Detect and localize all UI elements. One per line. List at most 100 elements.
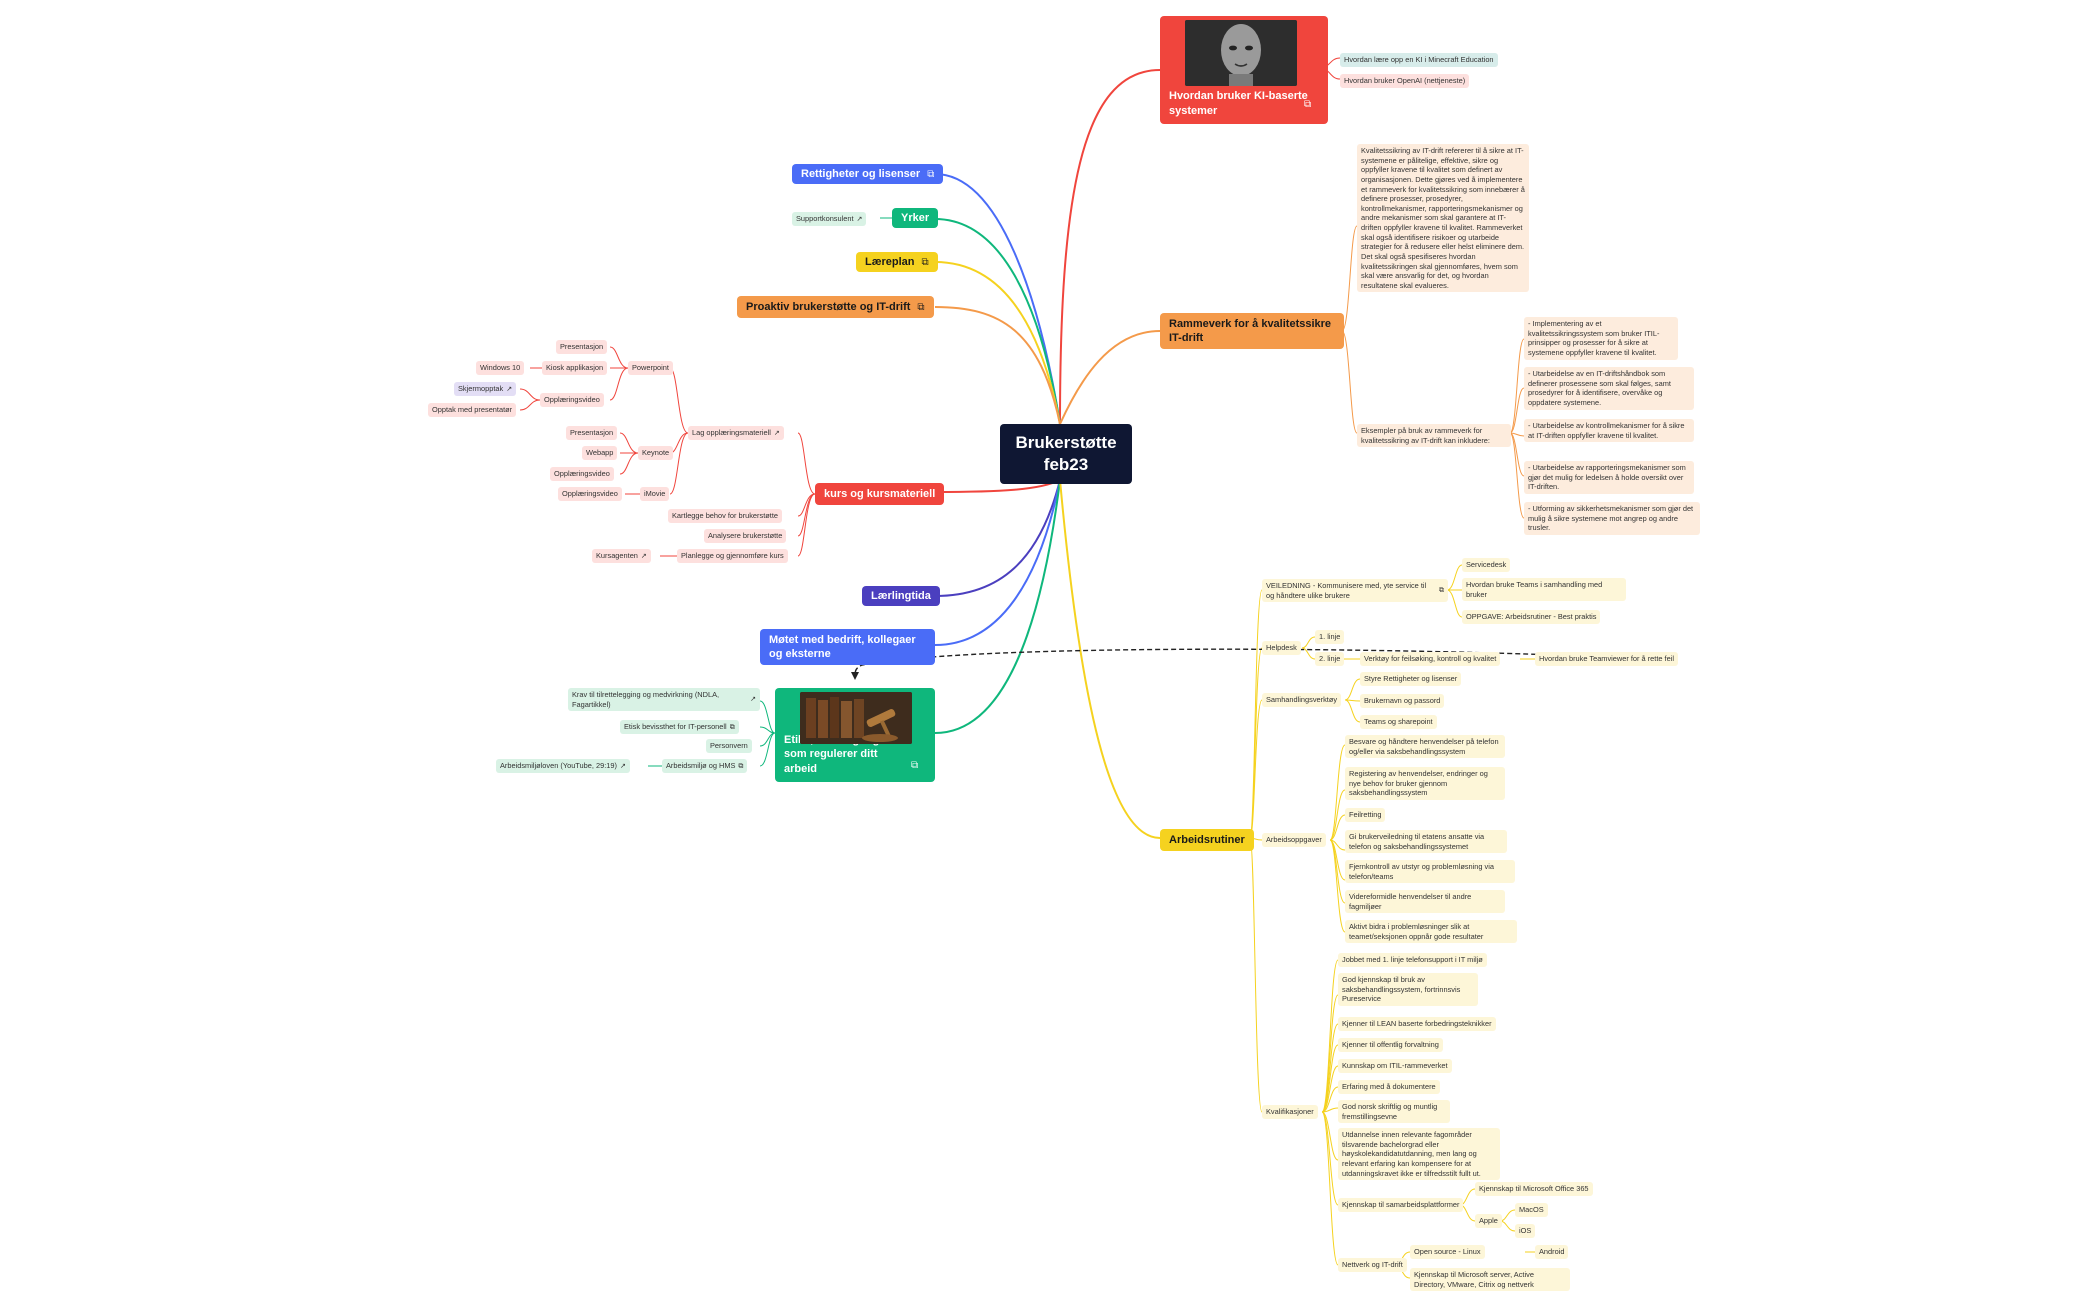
oppgave-1[interactable]: Besvare og håndtere henvendelser på tele… [1345, 735, 1505, 759]
ki-item-openai[interactable]: Hvordan bruker OpenAI (nettjeneste) [1340, 74, 1470, 88]
oppgave-4[interactable]: Gi brukerveiledning til etatens ansatte … [1345, 830, 1507, 854]
kn-opplaeringsvideo[interactable]: Opplæringsvideo [550, 467, 614, 481]
external-link-icon[interactable]: ↗ [619, 763, 626, 770]
branch-kurs[interactable]: kurs og kursmateriell [815, 483, 945, 505]
lag-opplaeringsmateriell[interactable]: Lag opplæringsmateriell↗ [688, 426, 784, 441]
oppgave-2[interactable]: Registering av henvendelser, endringer o… [1345, 767, 1505, 800]
personvern[interactable]: Personvern [706, 739, 752, 753]
nettverk-it-drift[interactable]: Nettverk og IT-drift [1338, 1258, 1407, 1272]
branch-kurs-label: kurs og kursmateriell [824, 487, 936, 500]
branch-rammeverk[interactable]: Rammeverk for å kvalitetssikre IT-drift [1160, 313, 1344, 349]
teams-samhandling[interactable]: Hvordan bruke Teams i samhandling med br… [1462, 578, 1626, 602]
branch-laerlingtida[interactable]: Lærlingtida [862, 586, 940, 606]
samhandlingsverktoy[interactable]: Samhandlingsverktøy [1262, 693, 1342, 707]
kval-4[interactable]: Kjenner til offentlig forvaltning [1338, 1038, 1443, 1052]
kval-1[interactable]: Jobbet med 1. linje telefonsupport i IT … [1338, 953, 1487, 967]
arbeidsmiljo-hms[interactable]: Arbeidsmiljø og HMS⧉ [662, 759, 748, 774]
kartlegge-behov[interactable]: Kartlegge behov for brukerstøtte [668, 509, 782, 523]
rammeverk-eksempel-1[interactable]: - Implementering av et kvalitetssikrings… [1524, 317, 1678, 360]
branch-yrker[interactable]: Yrker [892, 208, 939, 228]
rammeverk-definisjon[interactable]: Kvalitetssikring av IT-drift refererer t… [1357, 144, 1529, 293]
ki-item-minecraft[interactable]: Hvordan lære opp en KI i Minecraft Educa… [1340, 53, 1498, 67]
oppgave-7[interactable]: Aktivt bidra i problemløsninger slik at … [1345, 920, 1517, 944]
oppgave-5[interactable]: Fjernkontroll av utstyr og problemløsnin… [1345, 860, 1515, 884]
lag-label: Lag opplæringsmateriell [692, 428, 771, 437]
kval-7[interactable]: God norsk skriftlig og muntlig fremstill… [1338, 1100, 1450, 1124]
notes-icon[interactable]: ⧉ [738, 763, 744, 770]
oppgave-best-praktis[interactable]: OPPGAVE: Arbeidsrutiner - Best praktis [1462, 610, 1601, 624]
external-link-icon[interactable]: ↗ [856, 216, 863, 223]
windows-10[interactable]: Windows 10 [476, 361, 525, 375]
rammeverk-eksempel-3[interactable]: - Utarbeidelse av kontrollmekanismer for… [1524, 419, 1694, 443]
branch-rettigheter[interactable]: Rettigheter og lisenser⧉ [792, 164, 944, 184]
pp-opplaeringsvideo[interactable]: Opplæringsvideo [540, 393, 604, 407]
krav-tilrettelegging[interactable]: Krav til tilrettelegging og medvirkning … [568, 688, 760, 712]
link-laerlingtida [934, 479, 1061, 597]
notes-icon[interactable]: ⧉ [917, 301, 925, 313]
branch-laereplan[interactable]: Læreplan⧉ [856, 252, 938, 272]
kval-5[interactable]: Kunnskap om ITIL-rammeverket [1338, 1059, 1452, 1073]
veiledning[interactable]: VEILEDNING - Kommunisere med, yte servic… [1262, 579, 1448, 603]
kval-2[interactable]: God kjennskap til bruk av saksbehandling… [1338, 973, 1478, 1006]
branch-proaktiv[interactable]: Proaktiv brukerstøtte og IT-drift⧉ [737, 296, 934, 318]
notes-icon[interactable]: ⧉ [927, 168, 935, 180]
styre-rettigheter[interactable]: Styre Rettigheter og lisenser [1360, 672, 1462, 686]
notes-icon[interactable]: ⧉ [1439, 587, 1444, 595]
analysere-brukerstotte[interactable]: Analysere brukerstøtte [704, 529, 787, 543]
office-365[interactable]: Kjennskap til Microsoft Office 365 [1475, 1182, 1593, 1196]
skjermopptak[interactable]: Skjermopptak↗ [454, 382, 517, 397]
apple[interactable]: Apple [1475, 1214, 1502, 1228]
brukernavn-passord[interactable]: Brukernavn og passord [1360, 694, 1445, 708]
yrker-item-supportkonsulent[interactable]: Supportkonsulent↗ [792, 212, 867, 227]
rammeverk-eksempler[interactable]: Eksempler på bruk av rammeverk for kvali… [1357, 424, 1511, 448]
teamviewer[interactable]: Hvordan bruke Teamviewer for å rette fei… [1535, 652, 1679, 666]
im-opplaeringsvideo[interactable]: Opplæringsvideo [558, 487, 622, 501]
teams-sharepoint[interactable]: Teams og sharepoint [1360, 715, 1437, 729]
notes-icon[interactable]: ⧉ [1304, 99, 1312, 110]
verktoy-feilsoking[interactable]: Verktøy for feilsøking, kontroll og kval… [1360, 652, 1501, 666]
oppgave-3[interactable]: Feilretting [1345, 808, 1386, 822]
kval-6[interactable]: Erfaring med å dokumentere [1338, 1080, 1440, 1094]
kval-8[interactable]: Utdannelse innen relevante fagområder ti… [1338, 1128, 1500, 1181]
branch-motet[interactable]: Møtet med bedrift, kollegaer og eksterne [760, 629, 935, 665]
powerpoint[interactable]: Powerpoint [628, 361, 673, 375]
helpdesk[interactable]: Helpdesk [1262, 641, 1301, 655]
notes-icon[interactable]: ⧉ [911, 760, 919, 771]
android[interactable]: Android [1535, 1245, 1569, 1259]
notes-icon[interactable]: ⧉ [921, 256, 929, 268]
open-source-linux[interactable]: Open source - Linux [1410, 1245, 1485, 1259]
ms-server[interactable]: Kjennskap til Microsoft server, Active D… [1410, 1268, 1570, 1292]
servicedesk[interactable]: Servicedesk [1462, 558, 1511, 572]
webapp[interactable]: Webapp [582, 446, 618, 460]
rammeverk-eksempel-5[interactable]: - Utforming av sikkerhetsmekanismer som … [1524, 502, 1700, 535]
kn-presentasjon[interactable]: Presentasjon [566, 426, 618, 440]
branch-arbeidsrutiner[interactable]: Arbeidsrutiner [1160, 829, 1254, 851]
etisk-bevissthet[interactable]: Etisk bevissthet for IT-personell⧉ [620, 720, 739, 735]
linje-2[interactable]: 2. linje [1315, 652, 1345, 666]
arbeidsoppgaver[interactable]: Arbeidsoppgaver [1262, 833, 1326, 847]
kursagenten[interactable]: Kursagenten↗ [592, 549, 651, 564]
keynote[interactable]: Keynote [638, 446, 674, 460]
external-link-icon[interactable]: ↗ [750, 696, 756, 704]
rammeverk-eksempel-2[interactable]: - Utarbeidelse av en IT-driftshåndbok so… [1524, 367, 1694, 410]
notes-icon[interactable]: ⧉ [729, 724, 735, 731]
macos[interactable]: MacOS [1515, 1203, 1548, 1217]
kvalifikasjoner[interactable]: Kvalifikasjoner [1262, 1105, 1318, 1119]
opptak-med-presentator[interactable]: Opptak med presentatør [428, 403, 517, 417]
ios[interactable]: iOS [1515, 1224, 1536, 1238]
planlegge-kurs[interactable]: Planlegge og gjennomføre kurs [677, 549, 788, 563]
external-link-icon[interactable]: ↗ [506, 386, 513, 393]
arbeidsmiljoloven[interactable]: Arbeidsmiljøloven (YouTube, 29:19)↗ [496, 759, 630, 774]
linje-1[interactable]: 1. linje [1315, 630, 1345, 644]
kiosk-applikasjon[interactable]: Kiosk applikasjon [542, 361, 608, 375]
kval-3[interactable]: Kjenner til LEAN baserte forbedringstekn… [1338, 1017, 1496, 1031]
external-link-icon[interactable]: ↗ [640, 553, 647, 560]
root-topic[interactable]: Brukerstøtte feb23 [1000, 424, 1132, 484]
oppgave-6[interactable]: Videreformidle henvendelser til andre fa… [1345, 890, 1505, 914]
samarbeidsplattformer[interactable]: Kjennskap til samarbeidsplattformer [1338, 1198, 1464, 1212]
external-link-icon[interactable]: ↗ [773, 430, 780, 437]
imovie[interactable]: iMovie [640, 487, 670, 501]
rammeverk-eksempel-4[interactable]: - Utarbeidelse av rapporteringsmekanisme… [1524, 461, 1694, 494]
pp-presentasjon[interactable]: Presentasjon [556, 340, 608, 354]
